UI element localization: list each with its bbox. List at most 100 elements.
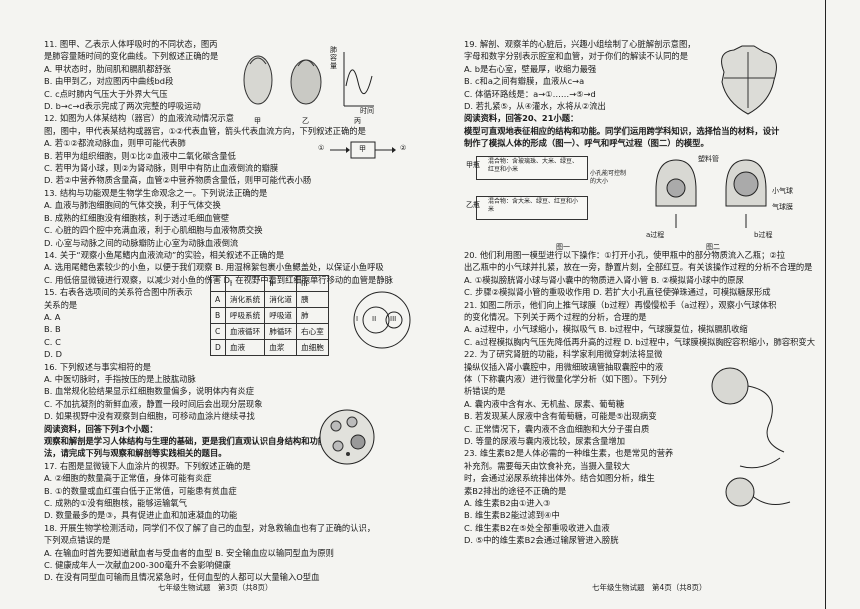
question-line: D. D: [44, 349, 63, 360]
yi-bottle-label: 乙瓶: [466, 201, 480, 209]
table-cell: A: [210, 291, 226, 308]
question-line: C. 成熟的①没有细胞核，能够运输氧气: [44, 498, 187, 509]
tube-label: 塑料管: [698, 155, 719, 163]
question-line: C. 心脏的四个腔中充满血液，利于心肌细胞与血液物质交换: [44, 225, 263, 236]
question-line: A. 若①②都流动脉血，则甲可能代表肺: [44, 138, 186, 149]
question-line: 的变化情况。下列关于两个过程的分析，合理的是: [464, 311, 647, 322]
question-line: 操纵仪插入肾小囊腔中，用微细玻璃管抽取囊腔中的液: [464, 361, 664, 372]
lung-model-drawing: [655, 159, 767, 228]
figure-one-caption: 图一: [556, 243, 570, 251]
question-line: 20. 他们利用图一模型进行以下操作：①打开小孔，使甲瓶中的部分物质流入乙瓶；②…: [464, 249, 786, 260]
figure-two-caption: 图二: [706, 243, 720, 251]
vessel-2-label: ②: [400, 144, 407, 152]
venn-label-3: III: [390, 315, 397, 323]
question-line: C. 若甲为肾小球，则②为肾动脉，则甲中有防止血液倒流的瓣膜: [44, 163, 279, 174]
question-line: D. 如果视野中没有观察到白细胞，可移动血涂片继续寻找: [44, 411, 255, 422]
question-line: A. b是右心室，壁最厚，收缩力最强: [464, 63, 597, 74]
heart-figure: [712, 42, 784, 118]
question-line: 制作了模拟人体的形成（图一）、呼气和呼气过程（图二）的模型。: [464, 138, 709, 149]
question-line: 观察和解剖是学习人体结构与生理的基础，更是我们直观认识自身结构和功能的重要方: [44, 436, 360, 446]
model-figure: 甲瓶 混合物：含玻璃珠、大米、绿豆、红豆和小米 乙瓶 混合物：含大米、绿豆、红豆…: [466, 152, 816, 260]
question-line: 15. 右表各选项间的关系符合图中所表示: [44, 287, 193, 298]
question-line: 21. 如图二所示，他们向上推气球膜（b过程）再慢慢松手（a过程），观察小气球体…: [464, 299, 777, 310]
table-cell: 血浆: [264, 339, 298, 356]
balloon-label: 小气球: [772, 187, 793, 195]
blood-smear-figure: [318, 408, 376, 466]
jia-bottle-label: 甲瓶: [466, 161, 480, 169]
question-line: C. 健康成年人一次献血200-300毫升不会影响健康: [44, 560, 231, 571]
question-line: B. ①的数量或血红蛋白低于正常值，可能患有贫血症: [44, 485, 237, 496]
question-line: A. 维生素B2由①进入③: [464, 498, 551, 509]
question-line: 时，会通过泌尿系统排出体外。结合如图分析，维生: [464, 473, 655, 484]
table-cell: 消化系统: [224, 291, 266, 308]
question-line: D. 若②中营养物质含量高，血管②中营养物质含量低，则甲可能代表小肠: [44, 175, 312, 186]
nephron-figure: [700, 362, 812, 532]
question-line: B. B: [44, 324, 61, 335]
question-line: 23. 维生素B2是人体必需的一种维生素，也是常见的营养: [464, 448, 674, 459]
question-line: 补充剂。需要每天由饮食补充，当摄入量较大: [464, 460, 630, 471]
venn-figure: I II III: [352, 290, 412, 350]
question-line: A. 血液与肺泡细胞间的气体交换，利于气体交换: [44, 200, 221, 211]
question-line: 11. 图甲、乙表示人体呼吸时的不同状态，图丙: [44, 39, 218, 49]
table-cell: 呼吸道: [264, 307, 298, 324]
jia-mixture-label: 混合物：含玻璃珠、大米、绿豆、红豆和小米: [488, 158, 579, 173]
question-line: A. a过程中，小气球缩小，模拟吸气 B. b过程中，气球膜复位，模拟膈肌收缩: [464, 324, 748, 335]
question-line: A. 在输血时首先要知道献血者与受血者的血型 B. 安全输血应以输同型血为原则: [44, 547, 334, 558]
table-cell: 血液: [224, 339, 266, 356]
table-header-cell: I: [224, 275, 266, 292]
question-line: 19. 解剖、观察羊的心脏后，兴趣小组绘制了心脏解剖示意图，: [464, 39, 696, 49]
question-line: B. 若甲为组织细胞，则①比②血液中二氧化碳含量低: [44, 150, 236, 161]
question-line: D. 心室与动脉之间的动脉瓣防止心室为动脉血液倒流: [44, 237, 239, 248]
question-line: D. ⑤中的维生素B2会通过输尿管进入膀胱: [464, 535, 619, 546]
question-line: 12. 如图为人体某结构（器官）的血液流动情况示意: [44, 113, 235, 124]
table-cell: C: [210, 323, 226, 340]
yi-mixture-label: 混合物：含大米、绿豆、红豆和小米: [488, 198, 579, 213]
membrane-label: 气球膜: [772, 203, 793, 211]
question-line: B. 由甲到乙，对应图丙中曲线bd段: [44, 76, 174, 87]
question-line: 13. 结构与功能观是生物学生命观念之一。下列说法正确的是: [44, 187, 268, 198]
blood-flow-figure: ① 甲 ②: [318, 140, 418, 160]
question-line: A. A: [44, 311, 61, 322]
table-cell: 胰: [296, 291, 329, 308]
table-cell: 消化道: [264, 291, 298, 308]
question-line: A. ①模拟膀胱肾小球与肾小囊中的物质进入肾小管 B. ②模拟肾小球中的原尿: [464, 274, 744, 285]
question-line: 出乙瓶中的小气球并扎紧，放在一旁，静置片刻，全部红豆。有关该操作过程的分析不合理…: [464, 262, 813, 273]
table-cell: 呼吸系统: [224, 307, 266, 324]
hole-label: 小孔能可控制的大小: [590, 170, 627, 185]
table-cell: 血细胞: [296, 339, 329, 356]
question-line: C. 不加抗凝剂的新鲜血液，静置一段时间后会出现分层现象: [44, 398, 263, 409]
venn-circles: [353, 291, 411, 349]
nephron-diagram: [711, 367, 791, 507]
question-line: A. 甲状态时，肋间肌和膈肌都舒张: [44, 63, 171, 74]
question-line: 阅读资料，回答下列3个小题：: [44, 423, 158, 434]
question-line: 17. 右图是显微镜下人血涂片的视野。下列叙述正确的是: [44, 460, 251, 471]
question-line: 下列观点错误的是: [44, 535, 111, 546]
question-line: C. 维生素B2在⑤处全部重吸收进入血液: [464, 522, 610, 533]
question-line: 字母和数字分别表示腔室和血管，对于你们的解读不认同的是: [464, 51, 689, 62]
question-line: D. 等量的尿液与囊内液比较，尿素含量增加: [464, 436, 626, 446]
table-cell: 肺循环: [264, 323, 298, 340]
question-line: 22. 为了研究肾脏的功能，科学家利用微穿刺法将显微: [464, 349, 663, 360]
process-b-label: b过程: [754, 231, 773, 239]
question-line: C. 步骤②模拟肾小管的重吸收作用 D. 若扩大小孔直径使弹珠通过，可模拟糖尿形…: [464, 287, 771, 298]
question-line: C. 体循环路线是：a→①……→⑤→d: [464, 88, 596, 99]
question-line: 18. 开展生物学检测活动，同学们不仅了解了自己的血型，对急救输血也有了正确的认…: [44, 522, 376, 533]
structure-jia-label: 甲: [359, 145, 366, 153]
question-line: 法，请完成下列与观察和解剖等实践相关的题目。: [44, 448, 227, 459]
question-line: A. 囊内液中含有水、无机盐、尿素、葡萄糖: [464, 398, 625, 409]
fig11-ylabel: 肺容量: [330, 46, 337, 70]
question-line: B. 若发现某人尿液中含有葡萄糖，可能是⑤出现病变: [464, 411, 657, 422]
page-4-footer: 七年级生物试题 第4页（共8页）: [592, 583, 707, 592]
question-line: C. c点时肺内气压大于外界大气压: [44, 88, 168, 99]
question-line: A. ②细胞的数量高于正常值，身体可能有炎症: [44, 473, 212, 484]
question-line: C. 正常情况下，囊内液不含血细胞和大分子蛋白质: [464, 423, 650, 434]
question-line: D. 在没有同型血可输而且情况紧急时，任何血型的人都可以大量输入O型血: [44, 572, 320, 583]
question-line: 14. 关于“观察小鱼尾鳍内血液流动”的实验，相关叙述不正确的是: [44, 249, 285, 260]
question-line: A. 选用尾鳍色素较少的小鱼，以便于我们观察 B. 用湿棉絮包裹小鱼鳃盖处，以保…: [44, 262, 384, 273]
fig11-label-jia: 甲: [254, 117, 261, 125]
question-line: D. 数量最多的是③，具有促进止血和加速凝血的功能: [44, 510, 238, 521]
breathing-figure: 甲 乙 丙 肺容量 时间: [236, 46, 376, 125]
